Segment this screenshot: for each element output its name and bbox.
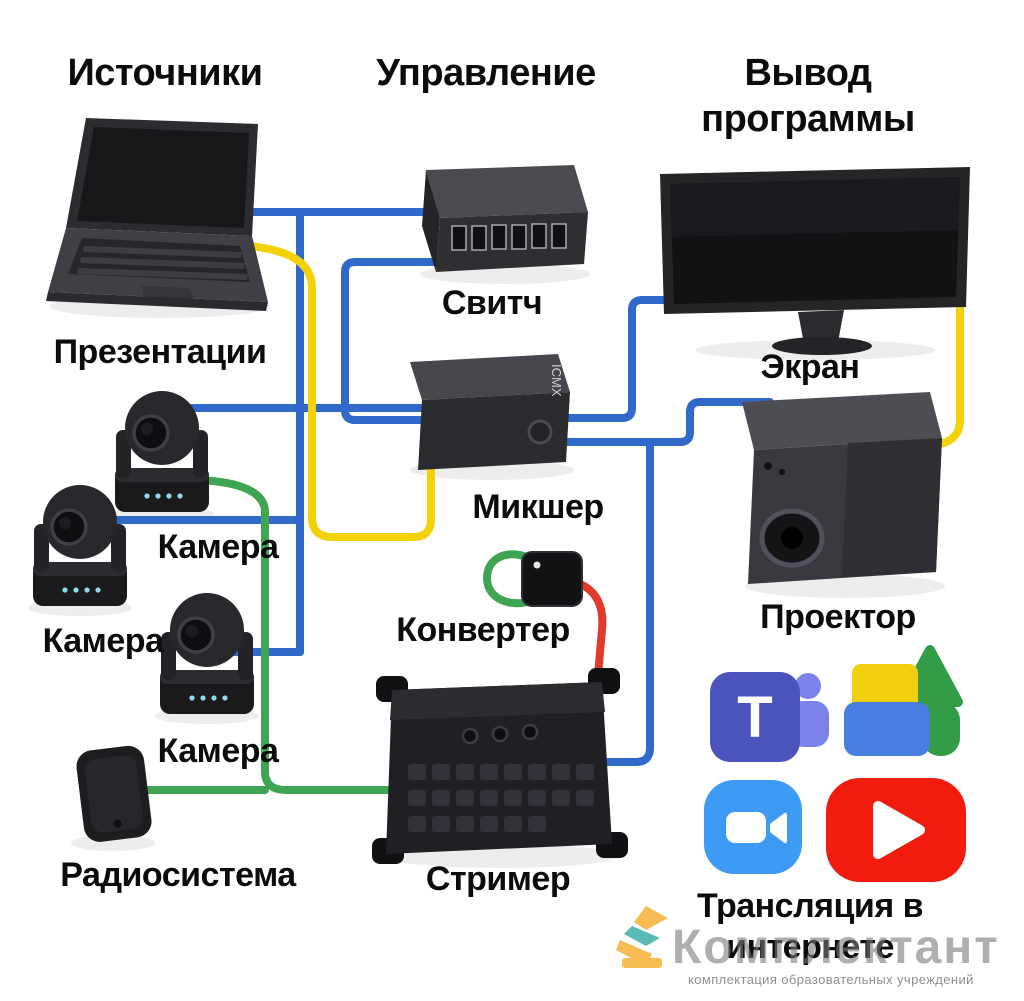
label-screen: Экран xyxy=(760,348,860,386)
cable-mixer-to-screen xyxy=(556,296,694,422)
streamer-body xyxy=(386,682,612,854)
switch-ports xyxy=(451,223,567,251)
cable-streamer-branch xyxy=(586,438,654,766)
mixer-top xyxy=(410,354,570,400)
label-switch: Свитч xyxy=(441,284,543,322)
cable-laptop-to-mixer xyxy=(246,242,435,541)
laptop-device xyxy=(46,118,268,311)
label-streaming: Трансляция в интернете xyxy=(696,887,924,967)
youtube-play-icon xyxy=(826,778,966,882)
teams-icon: T xyxy=(710,672,829,762)
screen-device xyxy=(660,167,970,355)
projector-top xyxy=(742,392,942,450)
watermark-logo xyxy=(616,906,668,968)
label-presentations: Презентации xyxy=(53,333,267,371)
cable-mixer-to-projector xyxy=(556,398,774,446)
streamer-pads xyxy=(408,764,594,832)
label-radio-system: Радиосистема xyxy=(60,856,296,894)
cable-camera1-to-streamer xyxy=(196,476,414,794)
label-mixer: Микшер xyxy=(472,488,604,526)
switch-top xyxy=(426,165,588,218)
converter-led xyxy=(533,561,541,569)
label-camera-1: Камера xyxy=(157,528,279,566)
mixer-front xyxy=(418,392,570,470)
projector-device xyxy=(742,392,942,584)
block-cylinder xyxy=(922,702,960,756)
label-projector: Проектор xyxy=(760,598,916,636)
laptop-screen xyxy=(77,127,249,228)
camera-2-device xyxy=(31,483,129,608)
streamer-device xyxy=(372,668,628,864)
education-blocks-icon xyxy=(844,645,963,756)
mixer-knob xyxy=(527,419,553,445)
column-header-control: Управление xyxy=(376,52,596,94)
play-glyph xyxy=(873,801,925,859)
column-header-output: Вывод программы xyxy=(701,52,915,141)
label-camera-3: Камера xyxy=(157,732,279,770)
switch-device xyxy=(422,165,588,272)
teams-letter: T xyxy=(737,685,772,750)
converter-body xyxy=(521,551,583,607)
camera-glyph xyxy=(726,812,766,843)
column-header-sources: Источники xyxy=(67,52,263,94)
label-streamer: Стример xyxy=(425,860,571,898)
mixer-badge: ICMX xyxy=(549,364,564,397)
laptop-touchpad xyxy=(142,286,193,299)
streamer-knobs xyxy=(461,723,539,745)
zoom-video-icon xyxy=(704,780,802,874)
camera-3-device xyxy=(158,591,256,716)
monitor-stand xyxy=(798,310,844,344)
label-converter: Конвертер xyxy=(396,611,570,649)
cable-switch-to-mixer xyxy=(341,258,454,424)
mixer-device: ICMX xyxy=(410,354,570,470)
radio-device xyxy=(76,745,152,842)
block-slab xyxy=(844,702,930,756)
converter-device xyxy=(521,551,583,607)
label-camera-2: Камера xyxy=(42,622,164,660)
